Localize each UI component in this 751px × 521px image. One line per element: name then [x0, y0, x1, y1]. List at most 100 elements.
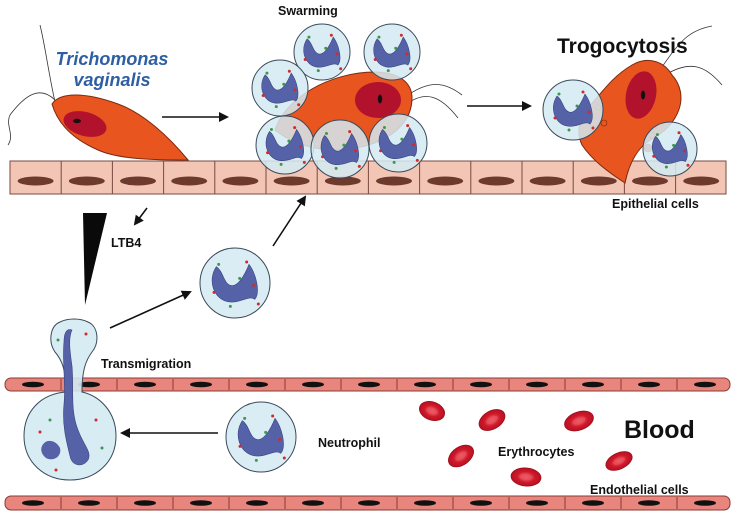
neutrophil-nucleus — [378, 126, 417, 160]
endothelial-nucleus — [358, 381, 380, 388]
granule — [266, 151, 270, 155]
neutrophil-nucleus — [63, 329, 90, 466]
granule — [238, 276, 242, 280]
granule — [652, 154, 656, 158]
parasite-nucleolus — [377, 94, 383, 104]
neutrophil-membrane — [368, 113, 428, 173]
endothelial-nucleus — [582, 500, 604, 506]
granule — [228, 304, 232, 308]
granule — [409, 67, 413, 71]
granule — [324, 46, 328, 50]
neutrophil-nucleus — [320, 132, 359, 166]
granule — [373, 57, 377, 61]
neutrophil-membrane — [542, 79, 604, 141]
granule — [399, 33, 403, 37]
neutrophil-membrane — [642, 121, 698, 177]
neutrophil-nucleus-lobe — [41, 440, 61, 460]
erythrocyte — [478, 409, 506, 431]
neutrophil-nucleus — [261, 72, 299, 104]
neutrophil-membrane — [255, 115, 315, 175]
flagellum — [404, 96, 459, 119]
parasite-nucleolus — [640, 90, 646, 100]
endothelial-nucleus — [694, 500, 716, 506]
endothelial-nucleus — [78, 381, 100, 388]
granule — [274, 105, 278, 109]
endothelial-nucleus — [246, 381, 268, 388]
epithelial-nucleus — [273, 176, 310, 186]
granule — [357, 164, 361, 168]
granule — [278, 437, 282, 441]
granule — [567, 128, 571, 132]
endothelial-nucleus — [22, 500, 44, 506]
granule — [591, 126, 595, 130]
flagellum — [664, 66, 723, 86]
neutrophil-swarm — [255, 115, 315, 175]
endothelial-nucleus — [582, 381, 604, 388]
neutrophil-swarm — [293, 23, 351, 81]
neutrophil-nucleus — [303, 36, 341, 68]
granule — [682, 149, 686, 153]
granule — [38, 430, 42, 434]
neutrophils-group — [23, 23, 698, 481]
granule — [581, 90, 585, 94]
granule — [254, 458, 258, 462]
granule — [293, 126, 297, 130]
ltb4-gradient-wedge — [83, 213, 107, 305]
endothelial-nucleus — [470, 381, 492, 388]
endothelial-nucleus — [302, 500, 324, 506]
granule — [256, 302, 260, 306]
neutrophil-nucleus — [373, 36, 411, 68]
granule — [400, 137, 404, 141]
granule — [282, 456, 286, 460]
granule — [553, 116, 557, 120]
epithelial-nucleus — [17, 176, 54, 186]
granule — [405, 52, 409, 56]
granule — [303, 57, 307, 61]
granule — [245, 260, 249, 264]
granule — [382, 126, 386, 130]
granule — [342, 143, 346, 147]
granule — [587, 110, 591, 114]
granule — [238, 444, 242, 448]
neutrophil-nucleus — [652, 133, 688, 164]
granule — [406, 124, 410, 128]
granule — [664, 165, 668, 169]
erythrocytes-label: Erythrocytes — [498, 445, 575, 459]
endothelial-nucleus — [134, 381, 156, 388]
granule — [348, 130, 352, 134]
granule — [54, 468, 58, 472]
neutrophil-nucleus — [237, 417, 284, 457]
granule — [302, 160, 306, 164]
neutrophil-membrane — [199, 247, 271, 319]
trichomonas-trogocytosis-cell — [578, 25, 723, 184]
endothelial-nucleus — [358, 500, 380, 506]
granule — [269, 128, 273, 132]
granule — [672, 143, 676, 147]
granule — [48, 418, 52, 422]
epithelial-nucleus — [222, 176, 259, 186]
erythrocyte — [605, 451, 633, 471]
endothelial-nucleus — [526, 500, 548, 506]
granule — [243, 416, 247, 420]
erythrocyte — [510, 467, 542, 487]
endothelial-nucleus — [246, 500, 268, 506]
parasite-body — [51, 94, 190, 161]
erythrocyte-center — [572, 417, 586, 425]
epithelial-nucleus — [478, 176, 515, 186]
neutrophil-membrane — [363, 23, 421, 81]
granule — [279, 162, 283, 166]
endothelial-layer-top — [4, 377, 731, 392]
endothelial-nucleus — [414, 381, 436, 388]
granule — [655, 133, 659, 137]
endothelial-nucleus — [190, 500, 212, 506]
granule — [321, 155, 325, 159]
endothelial-nucleus — [22, 381, 44, 388]
granule — [261, 93, 265, 97]
arrow-transmigration-to-free-neutrophil — [109, 290, 192, 329]
parasite-nucleus — [63, 111, 107, 137]
endothelial-nucleus — [302, 381, 324, 388]
endothelial-nucleus — [470, 500, 492, 506]
granule — [297, 103, 301, 107]
neutrophil-trogocytosis — [542, 79, 604, 141]
